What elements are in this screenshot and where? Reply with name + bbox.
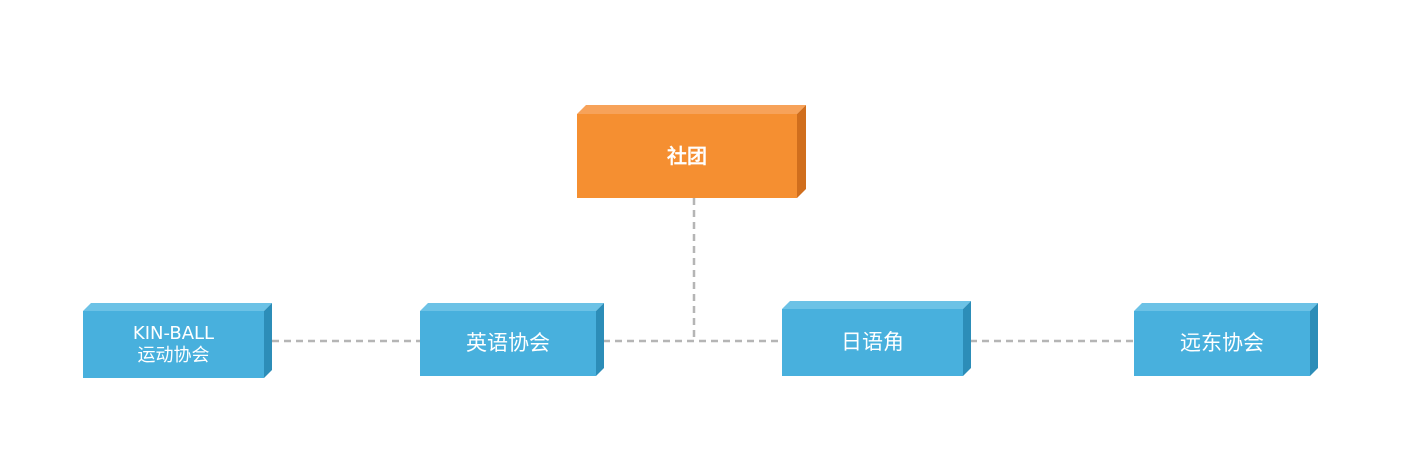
box-top-face [577, 105, 806, 114]
child-node-fareast-box [1134, 303, 1318, 376]
box-front-face [83, 311, 264, 378]
child-node-japanese[interactable]: 日语角 [782, 301, 971, 376]
child-node-japanese-box [782, 301, 971, 376]
fareast-line1: 远东协会 [1180, 330, 1264, 355]
box-front-face [1134, 311, 1310, 376]
kinball-line2: 运动协会 [137, 344, 210, 366]
box-side-face [797, 105, 806, 198]
child-node-kinball[interactable]: KIN-BALL 运动协会 [83, 303, 272, 378]
box-side-face [596, 303, 604, 376]
box-side-face [264, 303, 272, 378]
child-node-kinball-box [83, 303, 272, 378]
box-front-face [782, 309, 963, 376]
root-node-box [577, 105, 806, 198]
english-line1: 英语协会 [466, 330, 550, 355]
child-node-fareast-label: 远东协会 [1134, 311, 1310, 376]
box-side-face [1310, 303, 1318, 376]
box-top-face [782, 301, 971, 309]
child-node-fareast[interactable]: 远东协会 [1134, 303, 1318, 376]
kinball-line1: KIN-BALL [132, 322, 215, 344]
box-front-face [577, 114, 797, 198]
child-node-english[interactable]: 英语协会 [420, 303, 604, 376]
child-node-kinball-label: KIN-BALL 运动协会 [83, 311, 264, 378]
box-top-face [420, 303, 604, 311]
root-label-text: 社团 [667, 144, 707, 168]
box-side-face [963, 301, 971, 376]
root-node-label: 社团 [577, 114, 797, 198]
child-node-english-label: 英语协会 [420, 311, 596, 376]
box-top-face [1134, 303, 1318, 311]
root-node[interactable]: 社团 [577, 105, 806, 198]
box-top-face [83, 303, 272, 311]
japanese-line1: 日语角 [841, 329, 904, 354]
box-front-face [420, 311, 596, 376]
child-node-japanese-label: 日语角 [782, 309, 963, 376]
child-node-english-box [420, 303, 604, 376]
